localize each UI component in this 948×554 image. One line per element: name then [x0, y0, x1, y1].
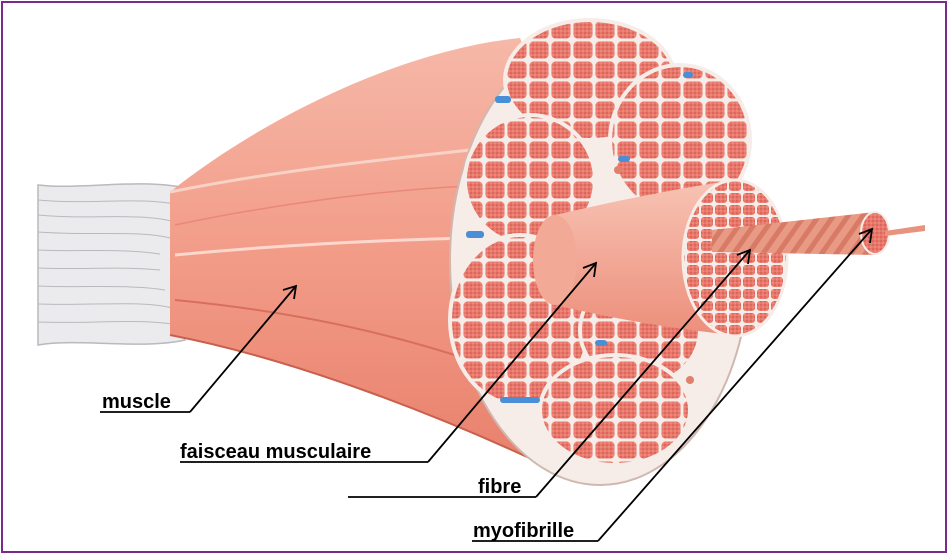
label-faisceau-musculaire: faisceau musculaire — [180, 441, 371, 463]
label-myofibrille: myofibrille — [473, 520, 574, 542]
tendon — [38, 184, 185, 345]
fascicle — [540, 355, 690, 465]
label-fibre: fibre — [478, 476, 521, 498]
label-muscle: muscle — [102, 391, 171, 413]
